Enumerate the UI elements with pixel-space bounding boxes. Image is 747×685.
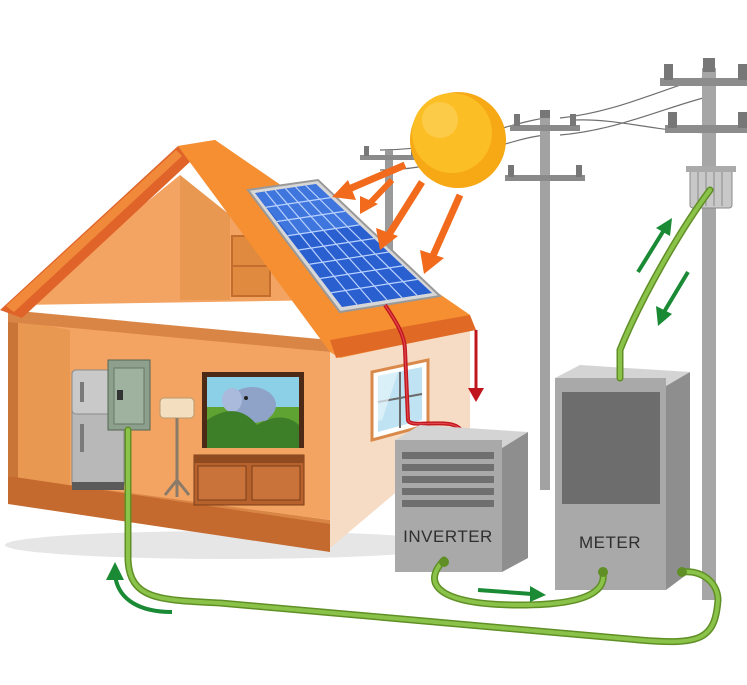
panel-grid-line: [265, 197, 331, 208]
panel-grid-line: [331, 278, 418, 294]
sun-ray-arrow: [332, 161, 407, 200]
meter-box: METER: [555, 365, 690, 590]
sun-ray-arrow: [360, 177, 395, 214]
ac-wiring: [124, 186, 722, 646]
inverter-box: INVERTER: [395, 425, 528, 572]
flow-arrows: [106, 218, 690, 614]
flow-arrow-down: [656, 270, 690, 326]
flow-arrow-left-up: [106, 562, 173, 614]
dc-flow-arrow: [468, 330, 484, 402]
sun-icon: [410, 92, 506, 188]
meter-label: METER: [579, 533, 641, 552]
exterior-window: [370, 358, 430, 442]
solar-panel-icon: [246, 178, 443, 314]
flow-arrow-right: [477, 586, 546, 602]
panel-grid-line: [276, 210, 346, 223]
panel-grid-line: [287, 224, 360, 237]
floor-lamp-icon: [159, 397, 195, 497]
sun-ray-arrow: [376, 180, 425, 250]
panel-grid-line: [309, 251, 389, 265]
breaker-box-icon: [107, 359, 151, 431]
utility-pole-middle: [505, 110, 585, 490]
tv-icon: [202, 372, 304, 448]
inverter-label: INVERTER: [403, 527, 493, 546]
dc-wire-highlight: [384, 304, 463, 433]
panel-grid-line: [298, 237, 375, 251]
sun-ray-arrow: [420, 193, 464, 274]
panel-grid-line: [320, 265, 404, 280]
sun-rays: [332, 161, 464, 274]
tv-cabinet: [193, 454, 305, 506]
flow-arrow-up: [636, 218, 672, 274]
